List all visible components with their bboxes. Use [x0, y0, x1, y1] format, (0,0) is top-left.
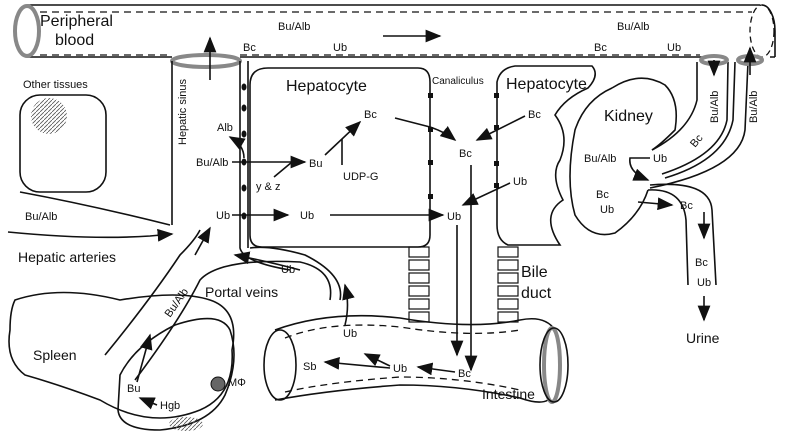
bile-duct-cells — [408, 246, 519, 323]
urine-label: Urine — [686, 330, 720, 346]
label-alb: Alb — [217, 122, 233, 134]
bile-label: Bile — [521, 264, 548, 281]
hepatocyte-2-label: Hepatocyte — [506, 76, 587, 93]
label-udp-g: UDP-G — [343, 171, 378, 183]
label-bc-cell: Bc — [364, 109, 377, 121]
vessel-opening-left — [13, 4, 41, 58]
spleen-label: Spleen — [33, 347, 77, 363]
label-bualb-top2: Bu/Alb — [617, 21, 649, 33]
other-tissues-label: Other tissues — [23, 79, 88, 91]
label-bc-top1: Bc — [243, 42, 256, 54]
label-ub-top1: Ub — [333, 42, 347, 54]
label-bu-cell: Bu — [309, 158, 322, 170]
label-ub-kidney2: Ub — [600, 204, 614, 216]
label-bualb-kidney: Bu/Alb — [584, 153, 616, 165]
label-hgb: Hgb — [160, 400, 180, 412]
label-bualb-renal1: Bu/Alb — [709, 91, 721, 123]
label-y-and-z: y & z — [256, 181, 280, 193]
label-ub-top2: Ub — [667, 42, 681, 54]
peripheral-label: Peripheral — [40, 13, 113, 30]
label-bc-right: Bc — [528, 109, 541, 121]
label-bualb-sinus: Bu/Alb — [196, 157, 228, 169]
label-ub-intestine2: Ub — [393, 363, 407, 375]
macrophage-icon — [210, 376, 226, 392]
label-sb: Sb — [303, 361, 316, 373]
label-ub-right: Ub — [513, 176, 527, 188]
label-bualb-renal2: Bu/Alb — [748, 91, 760, 123]
label-ub-canaliculus: Ub — [447, 211, 461, 223]
duct-label: duct — [521, 285, 552, 302]
intestine-tube — [263, 314, 569, 404]
peripheral-blood-vessel — [13, 4, 776, 58]
kidney-label: Kidney — [604, 108, 653, 125]
intestine-label: Intestine — [482, 386, 535, 402]
canaliculus-junctions — [428, 93, 499, 199]
hepatocyte-1-label: Hepatocyte — [286, 78, 367, 95]
label-bu-spleen: Bu — [127, 383, 140, 395]
label-bualb-left: Bu/Alb — [25, 211, 57, 223]
label-bc-top2: Bc — [594, 42, 607, 54]
macrophage-label: MΦ — [228, 377, 246, 389]
canaliculus-label: Canaliculus — [432, 76, 484, 87]
label-bc-ureter: Bc — [695, 257, 708, 269]
other-tissues-cell — [19, 94, 107, 193]
label-bc-renal: Bc — [688, 132, 706, 150]
portal-veins-label: Portal veins — [205, 284, 278, 300]
label-bualb-top1: Bu/Alb — [278, 21, 310, 33]
hepatic-sinus-label: Hepatic sinus — [177, 78, 189, 145]
kidney-shape — [569, 77, 678, 236]
tissue-nucleus — [31, 98, 67, 134]
label-ub-intestine1: Ub — [343, 328, 357, 340]
label-ub-sinus: Ub — [216, 210, 230, 222]
label-ub-portal: Ub — [281, 264, 295, 276]
spleen-shape — [8, 291, 235, 419]
label-ub-kidney: Ub — [653, 153, 667, 165]
label-ub-cell: Ub — [300, 210, 314, 222]
label-bc-canaliculus: Bc — [459, 148, 472, 160]
hepatic-arteries-label: Hepatic arteries — [18, 249, 116, 265]
hepatocyte-cell-2 — [496, 65, 596, 246]
label-ub-ureter: Ub — [697, 277, 711, 289]
hepatic-sinus-opening — [170, 53, 242, 69]
spleen-nucleus — [169, 417, 203, 431]
label-bc-intestine: Bc — [458, 368, 471, 380]
macrophage-cell — [117, 317, 235, 431]
blood-label: blood — [55, 32, 94, 49]
label-bc-kidney: Bc — [596, 189, 609, 201]
